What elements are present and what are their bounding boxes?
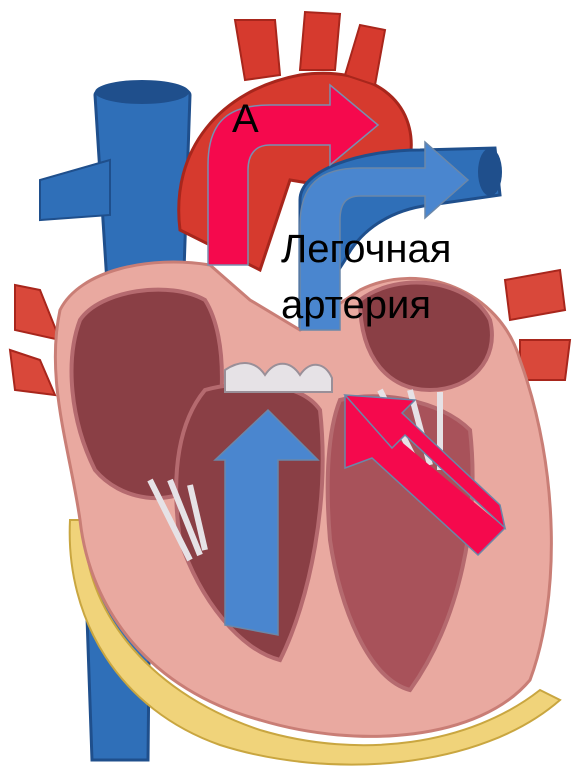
pulmonary-artery-opening <box>478 148 502 196</box>
pulmonary-artery-label-line1: Легочная <box>281 226 451 272</box>
pulmonary-veins-left <box>10 285 60 395</box>
brachiocephalic-vein <box>40 160 110 220</box>
aorta-label: А <box>232 96 259 142</box>
vena-cava-opening <box>95 80 189 104</box>
pulmonary-artery-label-line2: артерия <box>281 282 431 328</box>
pulmonary-valve <box>225 363 332 392</box>
